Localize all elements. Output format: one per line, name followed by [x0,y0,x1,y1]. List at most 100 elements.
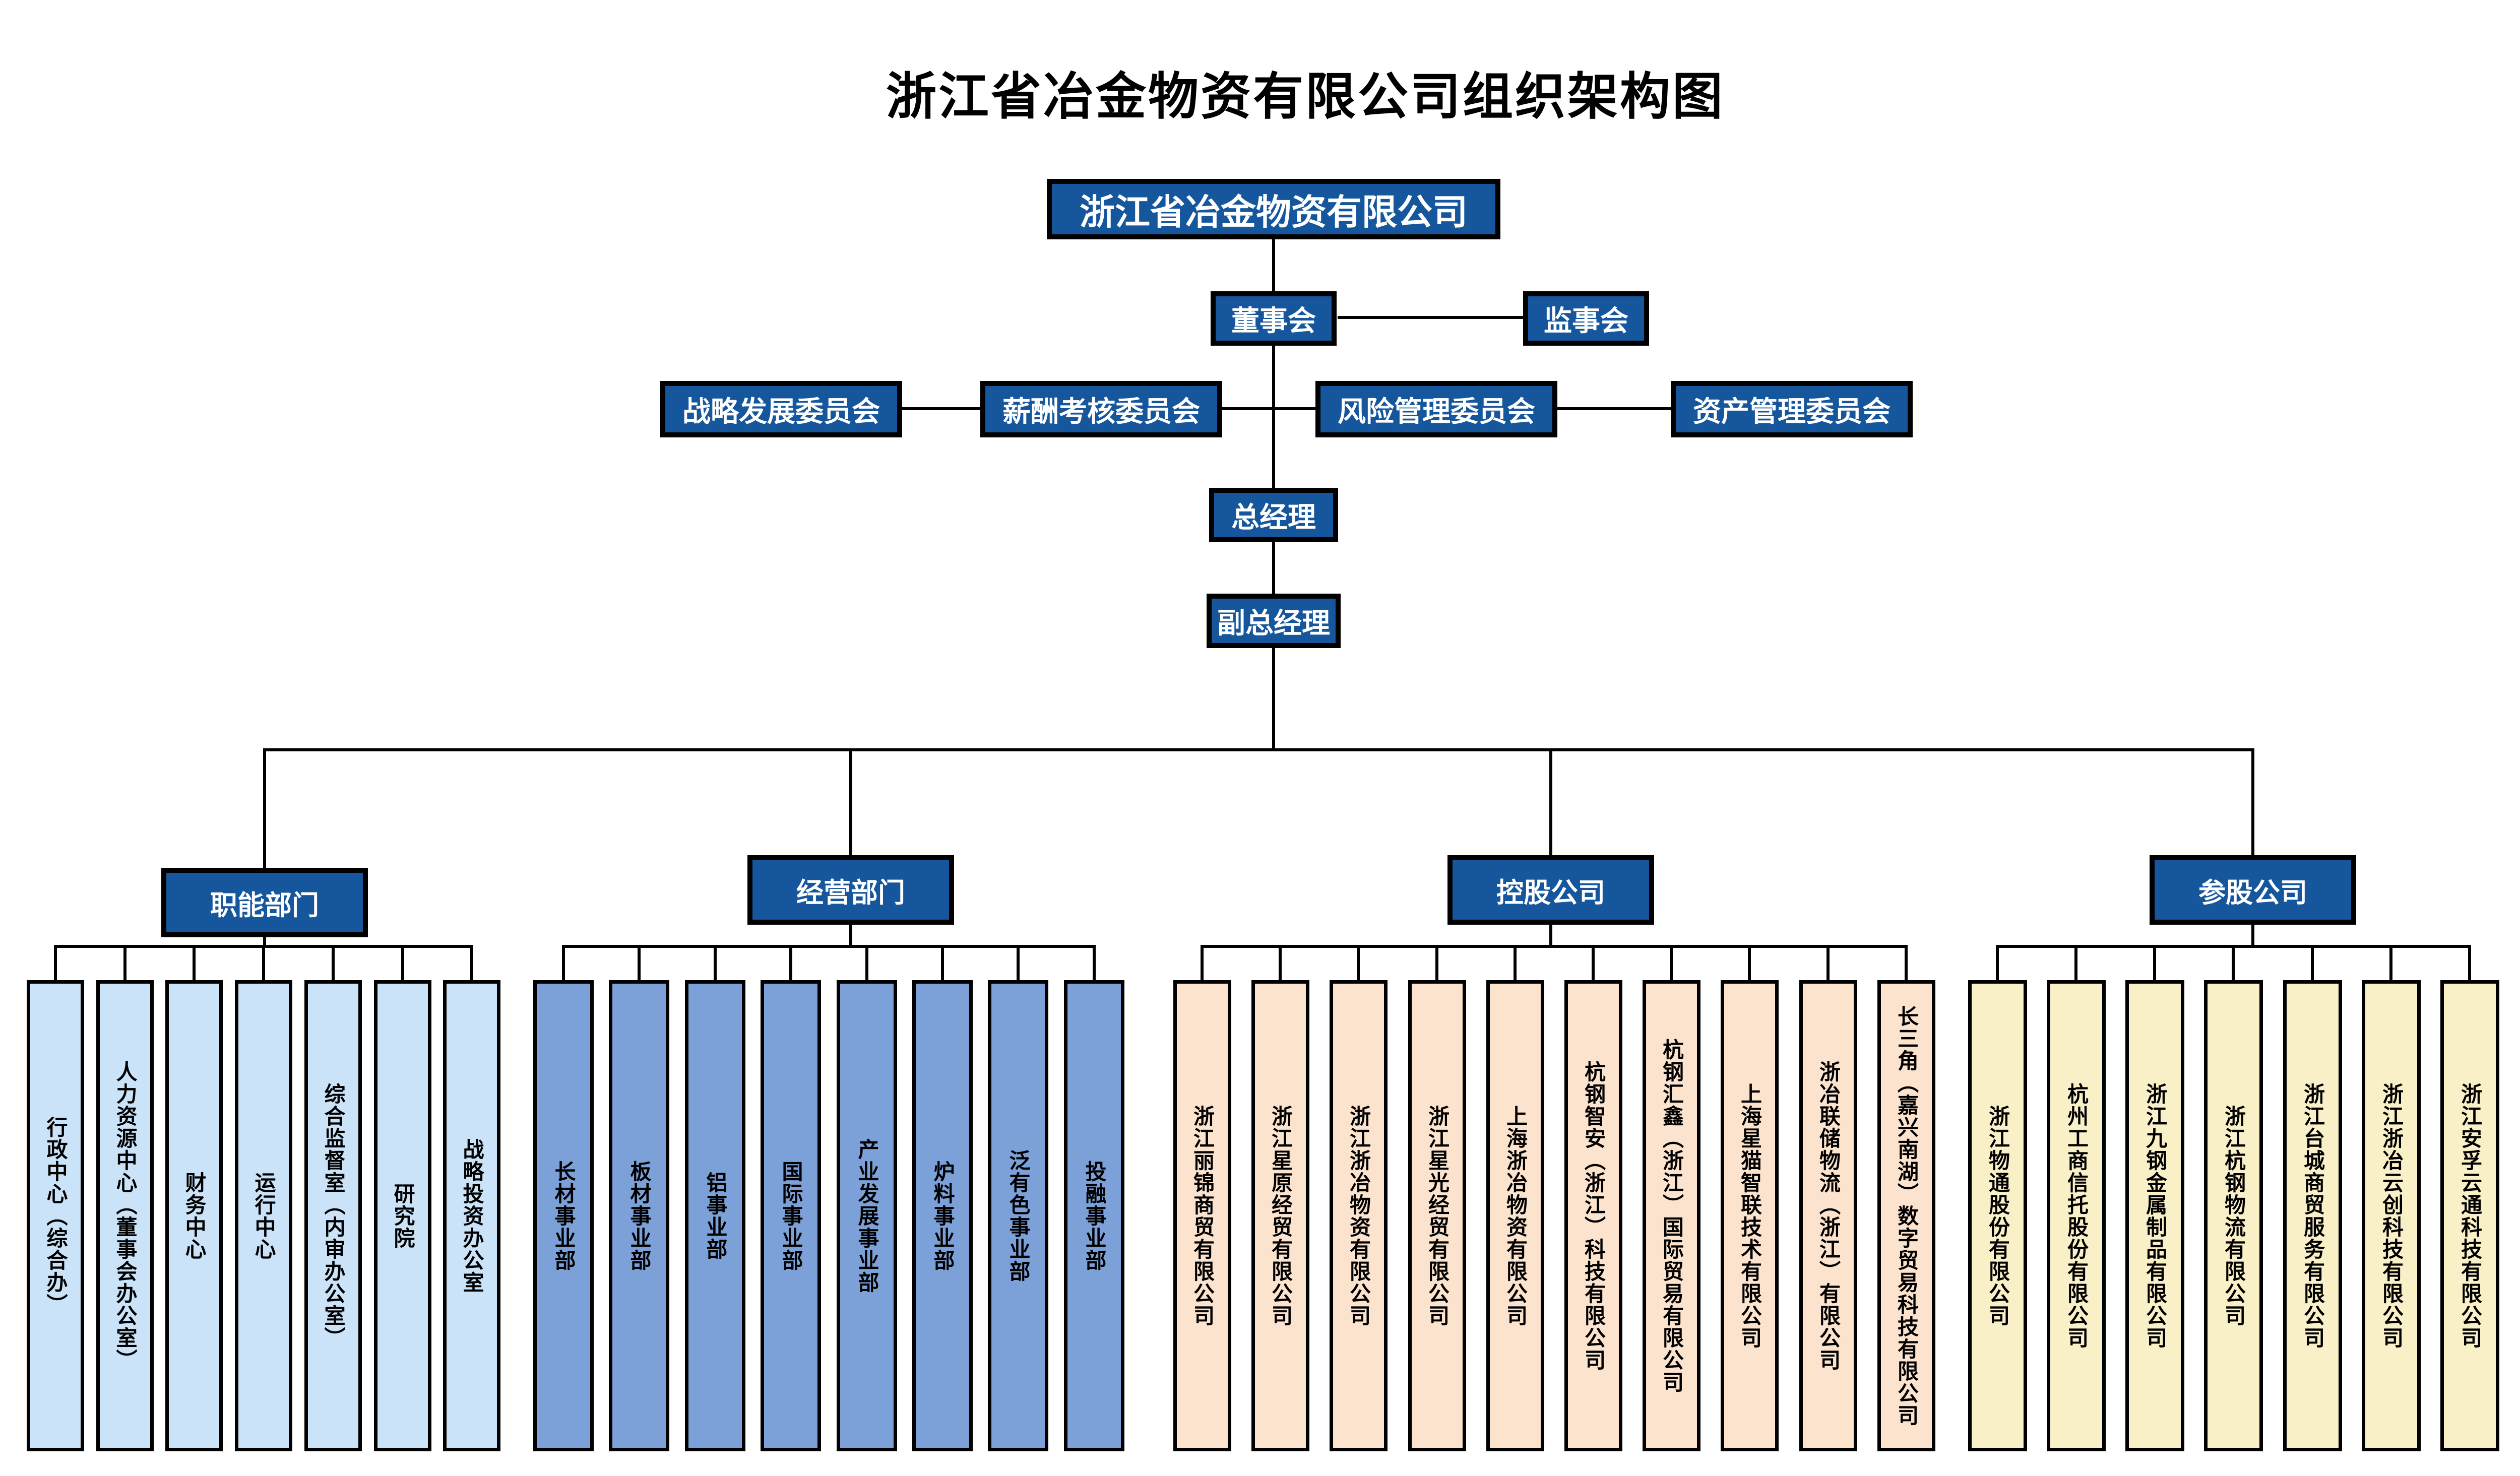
org-column-holding: 浙冶联储物流（浙江）有限公司 [1799,980,1857,1451]
connector-drop-invested [2251,748,2254,859]
org-column-holding: 杭钢智安（浙江）科技有限公司 [1564,980,1622,1451]
column-label: 板材事业部 [627,1160,652,1271]
connector-root-board [1272,239,1275,292]
org-column-invested: 浙江台城商贸服务有限公司 [2283,980,2342,1451]
org-node-supervisory: 监事会 [1523,291,1649,346]
column-drop [714,945,717,983]
org-column-business: 国际事业部 [761,980,821,1451]
column-drop [1279,945,1282,983]
column-label: 上海星猫智联技术有限公司 [1737,1082,1762,1349]
column-label: 铝事业部 [703,1171,728,1260]
connector-board-supervisory [1338,316,1524,319]
connector-invested-sub [2251,922,2254,946]
org-column-invested: 浙江物通股份有限公司 [1968,980,2027,1451]
committee-strategy-development: 战略发展委员会 [660,381,902,437]
org-column-invested: 浙江杭钢物流有限公司 [2204,980,2263,1451]
category-business-departments: 经营部门 [747,855,954,925]
org-column-invested: 浙江安孚云通科技有限公司 [2440,980,2499,1451]
org-column-holding: 上海星猫智联技术有限公司 [1721,980,1779,1451]
column-label: 长三角（嘉兴南湖）数字贸易科技有限公司 [1894,1005,1919,1427]
column-label: 财务中心 [182,1171,207,1260]
org-column-holding: 浙江星光经贸有限公司 [1408,980,1466,1451]
column-drop [1201,945,1204,983]
column-label: 浙江浙冶物资有限公司 [1346,1105,1371,1327]
connector-board-gm [1272,345,1275,491]
org-column-functional: 战略投资办公室 [443,980,500,1451]
connector-drop-holding [1549,748,1552,859]
connector-dgm-trunk [1272,645,1275,751]
org-column-business: 长材事业部 [533,980,594,1451]
connector-committees [781,407,1792,410]
org-column-functional: 人力资源中心（董事会办公室） [96,980,154,1451]
column-drop [562,945,565,983]
column-drop [789,945,792,983]
org-column-invested: 浙江九钢金属制品有限公司 [2125,980,2184,1451]
column-drop [1996,945,1999,983]
column-label: 浙江九钢金属制品有限公司 [2143,1082,2168,1349]
column-label: 投融事业部 [1082,1160,1107,1271]
org-column-business: 炉料事业部 [912,980,973,1451]
org-column-holding: 浙江浙冶物资有限公司 [1330,980,1388,1451]
column-label: 浙江台城商贸服务有限公司 [2300,1082,2325,1349]
column-drop [941,945,944,983]
column-drop [1748,945,1751,983]
column-label: 战略投资办公室 [460,1138,484,1294]
connector-gm-dgm [1272,539,1275,597]
committee-risk-management: 风险管理委员会 [1315,381,1557,437]
column-label: 杭钢智安（浙江）科技有限公司 [1581,1060,1606,1371]
column-label: 产业发展事业部 [855,1138,879,1294]
connector-business-sub [849,922,852,946]
column-drop [1435,945,1438,983]
column-label: 浙江浙冶云创科技有限公司 [2379,1082,2404,1349]
org-column-business: 板材事业部 [609,980,669,1451]
column-label: 泛有色事业部 [1006,1149,1031,1282]
column-drop [470,945,473,983]
column-drop [2074,945,2077,983]
column-drop [1905,945,1908,983]
column-drop [1357,945,1360,983]
org-column-holding: 杭钢汇鑫（浙江）国际贸易有限公司 [1643,980,1700,1451]
column-drop [2389,945,2392,983]
connector-holding-rail [1202,945,1906,948]
category-holding-companies: 控股公司 [1447,855,1654,925]
column-label: 长材事业部 [551,1160,576,1271]
column-drop [401,945,404,983]
column-label: 国际事业部 [779,1160,803,1271]
org-node-deputy-general-manager: 副总经理 [1207,594,1341,648]
column-drop [2232,945,2235,983]
column-label: 浙江星原经贸有限公司 [1268,1105,1293,1327]
column-drop [1670,945,1673,983]
org-column-invested: 杭州工商信托股份有限公司 [2047,980,2106,1451]
org-node-board: 董事会 [1211,291,1337,346]
column-drop [123,945,127,983]
connector-main-branch [265,748,2253,751]
column-drop [865,945,868,983]
column-label: 杭钢汇鑫（浙江）国际贸易有限公司 [1659,1038,1684,1393]
column-label: 浙江物通股份有限公司 [1985,1105,2010,1327]
column-drop [193,945,196,983]
column-label: 研究院 [391,1182,415,1249]
org-column-business: 产业发展事业部 [837,980,897,1451]
connector-drop-functional [263,748,266,872]
org-column-functional: 研究院 [374,980,431,1451]
org-column-functional: 财务中心 [165,980,223,1451]
column-drop [332,945,335,983]
org-column-holding: 上海浙冶物资有限公司 [1486,980,1544,1451]
column-label: 综合监督室（内审办公室） [321,1082,346,1349]
org-node-root: 浙江省冶金物资有限公司 [1047,179,1500,239]
column-drop [54,945,57,983]
column-label: 浙江杭钢物流有限公司 [2221,1105,2246,1327]
column-label: 上海浙冶物资有限公司 [1503,1105,1528,1327]
column-label: 浙冶联储物流（浙江）有限公司 [1816,1060,1841,1371]
column-drop [1093,945,1096,983]
committee-asset-management: 资产管理委员会 [1671,381,1913,437]
column-drop [638,945,641,983]
column-drop [2153,945,2156,983]
column-label: 炉料事业部 [930,1160,955,1271]
chart-title: 浙江省冶金物资有限公司组织架构图 [886,67,1725,126]
connector-business-rail [563,945,1094,948]
org-column-business: 铝事业部 [685,980,745,1451]
column-label: 浙江星光经贸有限公司 [1425,1105,1450,1327]
column-label: 人力资源中心（董事会办公室） [113,1060,138,1371]
